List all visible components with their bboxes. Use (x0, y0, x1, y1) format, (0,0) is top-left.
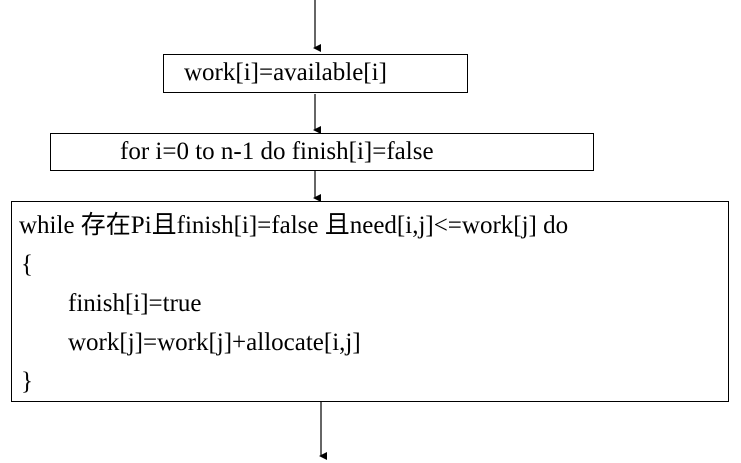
while-condition-line: while 存在Pi且finish[i]=false 且need[i,j]<=w… (19, 212, 569, 239)
finish-assign-line: finish[i]=true (68, 290, 202, 317)
step1-box: work[i]=available[i] (163, 54, 468, 93)
close-brace: } (21, 368, 33, 395)
work-update-line: work[j]=work[j]+allocate[i,j] (68, 329, 361, 356)
step3-box: while 存在Pi且finish[i]=false 且need[i,j]<=w… (11, 201, 729, 402)
open-brace: { (21, 251, 33, 278)
step2-box: for i=0 to n-1 do finish[i]=false (50, 133, 594, 171)
step2-text: for i=0 to n-1 do finish[i]=false (120, 138, 434, 165)
step1-text: work[i]=available[i] (184, 59, 387, 86)
